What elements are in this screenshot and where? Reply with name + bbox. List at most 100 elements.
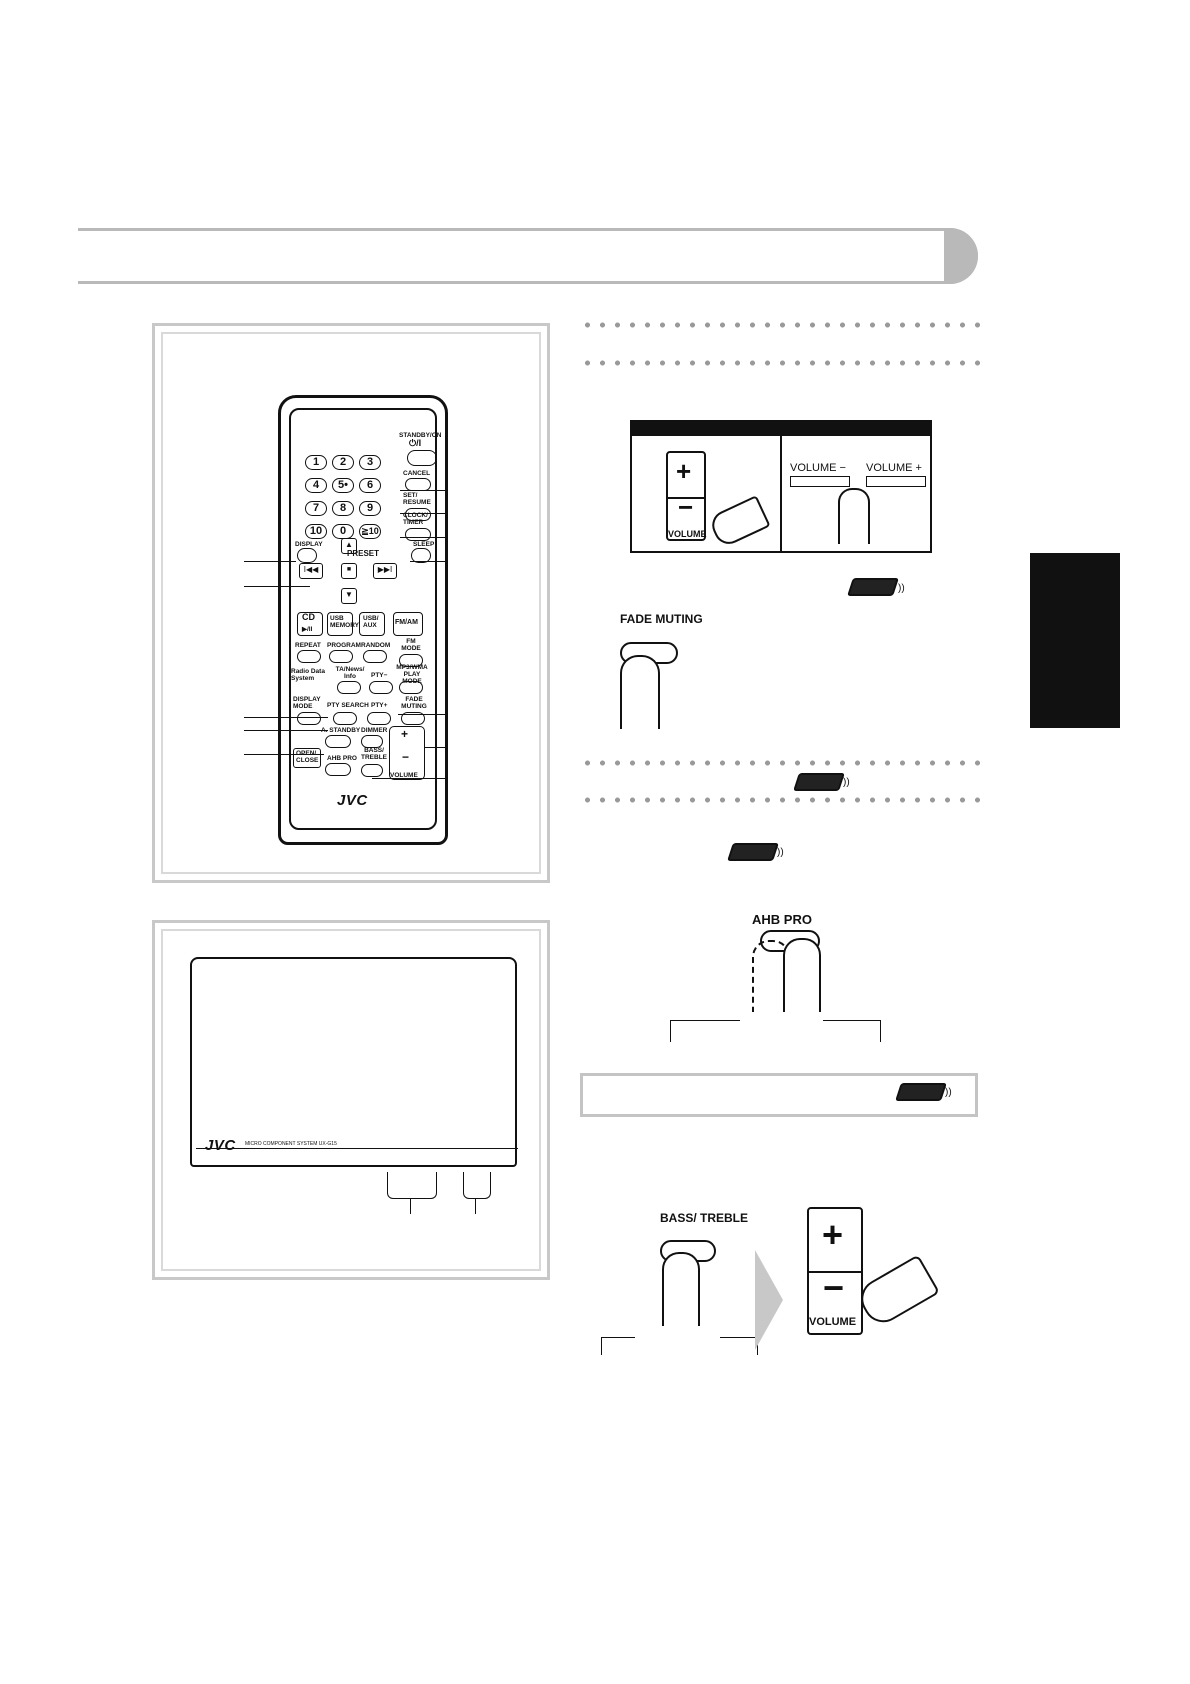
callout-line (400, 490, 447, 491)
signal-icon: )) (777, 847, 784, 858)
fm-mode-button[interactable] (399, 654, 423, 667)
unit-brand-logo: JVC (205, 1137, 236, 1154)
dimmer-label: DIMMER (361, 727, 388, 734)
signal-icon: )) (898, 583, 905, 594)
num-2-button[interactable]: 2 (332, 455, 354, 470)
unit-volume-plus-button (866, 476, 926, 487)
ahb-pro-label: AHB PRO (327, 755, 357, 762)
stop-button[interactable]: ■ (341, 563, 357, 579)
finger-icon (662, 1252, 700, 1326)
open-close-button[interactable] (293, 748, 321, 768)
bass-treble-label: BASS/ TREBLE (361, 747, 387, 761)
clock-timer-button[interactable] (405, 528, 431, 541)
pty-minus-label: PTY− (371, 672, 388, 679)
bass-treble-button[interactable] (361, 764, 383, 777)
volume-minus-label: VOLUME − (790, 462, 846, 474)
volume-plus-label: VOLUME + (866, 462, 922, 474)
callout-line (244, 754, 324, 755)
standby-symbol: ⏻/I (409, 438, 422, 448)
a-standby-label: A. STANDBY (321, 727, 361, 734)
signal-icon: )) (843, 777, 850, 788)
display-button[interactable] (297, 548, 317, 563)
fm-am-label: FM/AM (395, 619, 418, 626)
main-unit-illustration (190, 957, 517, 1167)
ta-news-info-button[interactable] (337, 681, 361, 694)
display-mode-button[interactable] (297, 712, 321, 725)
remote-only-icon (847, 578, 899, 596)
cycle-arrow (670, 1020, 740, 1042)
unit-bracket-left (387, 1172, 437, 1199)
volume-minus-icon: − (402, 750, 410, 764)
standby-label: STANDBY/ON (399, 432, 442, 439)
num-10-button[interactable]: 10 (305, 524, 327, 539)
mp3-wma-button[interactable] (399, 681, 423, 694)
num-3-button[interactable]: 3 (359, 455, 381, 470)
unit-bracket-right (463, 1172, 491, 1199)
remote-panel (152, 323, 550, 883)
cd-button[interactable] (297, 612, 323, 636)
remote-only-icon (895, 1083, 947, 1101)
num-1-button[interactable]: 1 (305, 455, 327, 470)
num-4-button[interactable]: 4 (305, 478, 327, 493)
pty-minus-button[interactable] (369, 681, 393, 694)
standby-button[interactable] (407, 450, 437, 466)
pty-plus-button[interactable] (367, 712, 391, 725)
cycle-arrow (601, 1337, 635, 1355)
volume-rocker[interactable] (389, 726, 425, 780)
remote-volume-rocker (807, 1207, 863, 1335)
num-6-button[interactable]: 6 (359, 478, 381, 493)
prev-button[interactable]: I◀◀ (299, 563, 323, 579)
dotted-rule (580, 322, 980, 328)
next-button[interactable]: ▶▶I (373, 563, 397, 579)
callout-line (424, 747, 447, 748)
num-0-button[interactable]: 0 (332, 524, 354, 539)
volume-plus-icon: + (401, 727, 409, 741)
section-header-bar (78, 228, 978, 284)
repeat-button[interactable] (297, 650, 321, 663)
display-label: DISPLAY (295, 541, 323, 548)
remote-only-icon (793, 773, 845, 791)
dimmer-button[interactable] (361, 735, 383, 748)
set-resume-label: SET/ RESUME (403, 492, 431, 506)
num-9-button[interactable]: 9 (359, 501, 381, 516)
usb-memory-button[interactable] (327, 612, 353, 636)
cd-label: CD (302, 612, 315, 622)
repeat-label: REPEAT (295, 642, 321, 649)
num-over10-button[interactable]: ≧10 (359, 524, 381, 539)
unit-volume-minus-button (790, 476, 850, 487)
cycle-arrow (720, 1337, 758, 1355)
next-step-arrow-icon (755, 1250, 783, 1350)
fm-am-button[interactable] (393, 612, 423, 636)
pty-search-button[interactable] (333, 712, 357, 725)
sleep-button[interactable] (411, 548, 431, 563)
program-button[interactable] (329, 650, 353, 663)
preset-down-button[interactable]: ▼ (341, 588, 357, 604)
ta-news-info-label: TA/News/ Info (335, 666, 365, 680)
finger-icon (783, 938, 821, 1012)
unit-control-strip (196, 1148, 518, 1169)
fade-muting-button[interactable] (401, 712, 425, 725)
num-7-button[interactable]: 7 (305, 501, 327, 516)
preset-up-button[interactable]: ▲ (341, 538, 357, 554)
num-8-button[interactable]: 8 (332, 501, 354, 516)
open-close-label: OPEN/ CLOSE (296, 750, 319, 764)
callout-line (244, 561, 296, 562)
ahb-pro-key-label: AHB PRO (752, 912, 812, 927)
usb-aux-button[interactable] (359, 612, 385, 636)
ahb-pro-button[interactable] (325, 763, 351, 776)
remote-volume-rocker (666, 451, 706, 541)
num-5-button[interactable]: 5• (332, 478, 354, 493)
set-resume-button[interactable] (405, 508, 431, 521)
remote-control: STANDBY/ON ⏻/I 1 2 3 4 5• 6 7 8 9 10 0 ≧… (278, 395, 448, 845)
a-standby-button[interactable] (325, 735, 351, 748)
random-label: RANDOM (361, 642, 391, 649)
main-unit-panel (152, 920, 550, 1280)
callout-line (398, 714, 447, 715)
dotted-rule (580, 797, 980, 803)
pty-search-label: PTY SEARCH (327, 702, 369, 709)
remote-only-icon (727, 843, 779, 861)
volume-plus-icon: + (676, 456, 692, 486)
language-side-tab (1030, 553, 1120, 728)
program-label: PROGRAM (327, 642, 361, 649)
random-button[interactable] (363, 650, 387, 663)
